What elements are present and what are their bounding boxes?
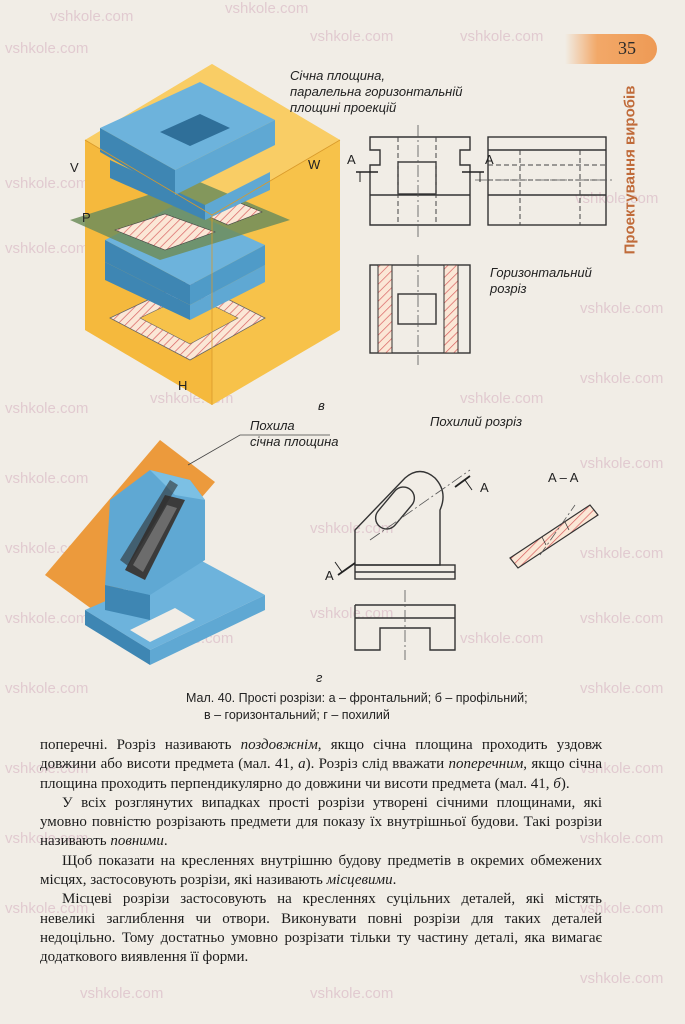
paragraph: У всіх розглянутих випадках прості розрі… xyxy=(40,794,602,850)
leader-line xyxy=(187,434,330,466)
paragraph: Місцеві розрізи застосовують на кресленн… xyxy=(40,891,602,966)
page-number-badge xyxy=(565,34,657,64)
watermark: vshkole.com xyxy=(460,390,544,407)
watermark: vshkole.com xyxy=(310,520,394,537)
watermark: vshkole.com xyxy=(580,970,664,987)
watermark: vshkole.com xyxy=(460,630,544,647)
label-variant-v: в xyxy=(318,398,325,413)
watermark: vshkole.com xyxy=(80,985,164,1002)
caption-line: Мал. 40. Прості розрізи: а – фронтальний… xyxy=(186,691,528,705)
section-marker-a-left: A xyxy=(347,152,356,167)
watermark: vshkole.com xyxy=(5,680,89,697)
watermark: vshkole.com xyxy=(580,760,664,777)
inclined-drawings xyxy=(334,469,599,660)
watermark: vshkole.com xyxy=(5,900,89,917)
watermark: vshkole.com xyxy=(5,470,89,487)
watermark: vshkole.com xyxy=(310,985,394,1002)
section-aa-label: A – A xyxy=(548,470,579,485)
inclined-section-label: Похилий розріз xyxy=(430,414,523,429)
watermark: vshkole.com xyxy=(5,830,89,847)
section-marker-a-right: A xyxy=(485,152,494,167)
watermark: vshkole.com xyxy=(310,28,394,45)
figure-v-isometric xyxy=(70,64,341,405)
body-text: поперечні. Розріз називають поздовжнім, … xyxy=(40,736,602,968)
watermark: vshkole.com xyxy=(580,370,664,387)
watermark: vshkole.com xyxy=(580,830,664,847)
watermark: vshkole.com xyxy=(580,610,664,627)
label-variant-g: г xyxy=(316,670,323,685)
watermark: vshkole.com xyxy=(580,300,664,317)
watermark: vshkole.com xyxy=(460,28,544,45)
section-marker-a-inclined-bottom: A xyxy=(325,568,334,583)
watermark: vshkole.com xyxy=(575,190,659,207)
cut-plane-label: Січна площина, паралельна горизонтальній… xyxy=(290,68,463,115)
caption-line: в – горизонтальний; г – похилий xyxy=(204,708,390,722)
figure-caption: Мал. 40. Прості розрізи: а – фронтальний… xyxy=(186,690,546,724)
watermark: vshkole.com xyxy=(5,175,89,192)
watermark: vshkole.com xyxy=(580,545,664,562)
watermark: vshkole.com xyxy=(5,610,89,627)
watermark: vshkole.com xyxy=(5,760,89,777)
watermark: vshkole.com xyxy=(580,455,664,472)
label-p: P xyxy=(82,210,91,225)
watermark: vshkole.com xyxy=(5,400,89,417)
horizontal-section-label: Горизонтальний розріз xyxy=(490,265,592,296)
watermark: vshkole.com xyxy=(580,680,664,697)
inclined-plane-label: Похила січна площина xyxy=(250,418,339,449)
watermark: vshkole.com xyxy=(580,900,664,917)
figure-g-inclined xyxy=(45,440,265,665)
watermark: vshkole.com xyxy=(5,240,89,257)
section-marker-a-inclined-top: A xyxy=(480,480,489,495)
paragraph: Щоб показати на кресленнях внутрішню буд… xyxy=(40,852,602,889)
page-number: 35 xyxy=(618,38,636,58)
front-side-views xyxy=(356,125,612,365)
watermark: vshkole.com xyxy=(5,40,89,57)
watermark: vshkole.com xyxy=(225,0,309,17)
label-h: H xyxy=(178,378,188,393)
label-v: V xyxy=(70,160,79,175)
watermark: vshkole.com xyxy=(50,8,134,25)
label-w: W xyxy=(308,157,321,172)
paragraph: поперечні. Розріз називають поздовжнім, … xyxy=(40,737,603,792)
